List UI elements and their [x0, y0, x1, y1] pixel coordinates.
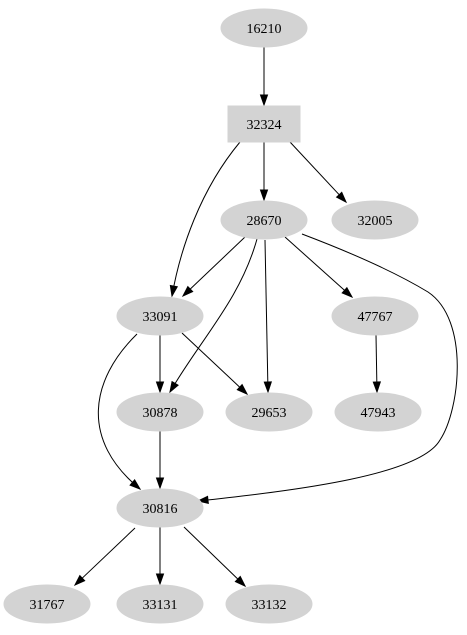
node-ellipse — [116, 488, 204, 528]
edge-line — [171, 141, 241, 297]
edge-arrowhead — [155, 477, 165, 490]
node-30816: 30816 — [116, 488, 204, 528]
edge-arrowhead — [169, 284, 179, 298]
edge-30878-30816 — [155, 431, 165, 490]
edge-arrowhead — [155, 573, 165, 586]
edge-line — [81, 527, 136, 580]
edge-arrowhead — [169, 380, 179, 394]
node-label: 16210 — [247, 22, 282, 37]
edge-30816-31767 — [73, 527, 136, 587]
edge-arrowhead — [372, 381, 382, 394]
edge-arrowhead — [196, 495, 209, 505]
edge-32324-28670 — [259, 142, 269, 202]
edges-layer — [73, 47, 458, 588]
edge-line — [181, 332, 241, 389]
node-label: 33131 — [143, 598, 178, 613]
edge-32324-32005 — [289, 141, 348, 204]
edge-arrowhead — [335, 191, 348, 204]
node-label: 32005 — [358, 214, 393, 229]
node-ellipse — [116, 584, 204, 624]
edge-33091-30878 — [155, 335, 165, 394]
node-33132: 33132 — [225, 584, 313, 624]
node-16210: 16210 — [220, 8, 308, 48]
node-label: 32324 — [247, 118, 282, 133]
node-ellipse — [3, 584, 91, 624]
edge-28670-29653 — [263, 239, 272, 394]
node-ellipse — [116, 296, 204, 336]
node-ellipse — [331, 200, 419, 240]
node-29653: 29653 — [225, 392, 313, 432]
edge-line — [197, 233, 458, 502]
edge-33091-29653 — [181, 332, 249, 396]
node-label: 33132 — [252, 598, 287, 613]
edge-28670-30878 — [169, 238, 258, 394]
node-ellipse — [331, 296, 419, 336]
edge-16210-32324 — [259, 47, 269, 107]
edge-28670-47767 — [284, 236, 354, 299]
edge-line — [284, 236, 346, 292]
node-label: 47767 — [358, 310, 393, 325]
node-ellipse — [225, 392, 313, 432]
edge-28670-30816 — [196, 233, 458, 505]
edge-arrowhead — [234, 575, 247, 588]
nodes-layer: 16210 32324 28670 32005 33091 47767 30878 29653… — [3, 8, 422, 624]
edge-arrowhead — [341, 286, 354, 299]
node-box — [227, 105, 301, 143]
node-33131: 33131 — [116, 584, 204, 624]
node-47943: 47943 — [334, 392, 422, 432]
node-label: 31767 — [30, 598, 65, 613]
edge-line — [375, 334, 378, 384]
node-label: 47943 — [361, 406, 396, 421]
node-28670: 28670 — [220, 200, 308, 240]
edge-30816-33132 — [183, 526, 247, 588]
node-label: 29653 — [252, 406, 287, 421]
edge-arrowhead — [181, 285, 194, 298]
edge-arrowhead — [263, 381, 272, 394]
edge-28670-33091 — [181, 236, 246, 298]
edge-arrowhead — [155, 381, 165, 394]
node-label: 33091 — [143, 310, 178, 325]
edge-47767-47943 — [372, 334, 382, 394]
node-ellipse — [225, 584, 313, 624]
node-label: 28670 — [247, 214, 282, 229]
node-32005: 32005 — [331, 200, 419, 240]
node-47767: 47767 — [331, 296, 419, 336]
edge-32324-33091 — [169, 141, 241, 298]
node-ellipse — [116, 392, 204, 432]
node-30878: 30878 — [116, 392, 204, 432]
edge-line — [264, 239, 269, 384]
edge-arrowhead — [259, 94, 269, 107]
edge-line — [183, 526, 239, 581]
node-32324: 32324 — [227, 105, 301, 143]
node-33091: 33091 — [116, 296, 204, 336]
edge-arrowhead — [73, 574, 86, 587]
node-ellipse — [334, 392, 422, 432]
node-label: 30878 — [143, 406, 178, 421]
edge-arrowhead — [129, 479, 142, 490]
node-31767: 31767 — [3, 584, 91, 624]
edge-line — [289, 141, 341, 196]
edge-line — [169, 238, 258, 393]
edge-arrowhead — [259, 189, 269, 202]
edge-33091-30816 — [97, 333, 142, 490]
edge-line — [97, 333, 141, 490]
node-ellipse — [220, 200, 308, 240]
edge-arrowhead — [236, 383, 249, 396]
node-ellipse — [220, 8, 308, 48]
edge-30816-33131 — [155, 527, 165, 586]
node-label: 30816 — [143, 502, 178, 517]
edge-line — [189, 236, 246, 291]
